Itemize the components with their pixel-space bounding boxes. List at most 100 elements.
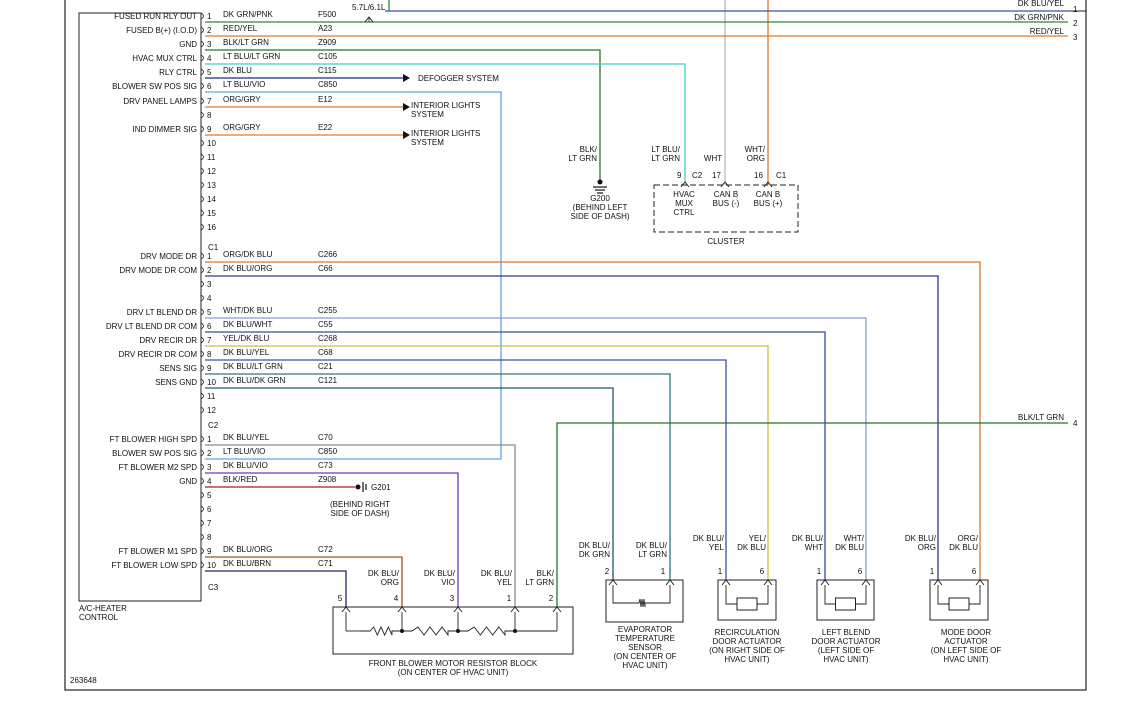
resistor-pin-number: 2 — [549, 594, 554, 603]
c2-pin-function: DRV MODE DR COM — [119, 266, 197, 275]
c2-pin-bracket — [200, 336, 204, 344]
c3-wire-color: DK BLU/YEL — [223, 433, 270, 442]
c1-pin-function: DRV PANEL LAMPS — [123, 97, 197, 106]
c2-circuit-id: C268 — [318, 334, 338, 343]
c1-circuit-id: Z909 — [318, 38, 337, 47]
c1-pin-bracket — [200, 153, 204, 161]
wire-c3-pin9 — [205, 556, 403, 607]
c1-pin-bracket — [200, 54, 204, 62]
recirc-actuator-lead — [757, 585, 769, 605]
evap-lead — [612, 585, 629, 604]
c2-pin-bracket — [200, 392, 204, 400]
cluster-func-can-minus-line-0: CAN B — [714, 190, 738, 199]
c1-circuit-id: C850 — [318, 80, 338, 89]
evap-pin-2: 2 — [605, 567, 610, 576]
right-edge-number: 3 — [1073, 33, 1078, 42]
interior-lights-arrow-1 — [403, 103, 410, 111]
c1-circuit-id: F500 — [318, 10, 337, 19]
splice-arrow — [364, 16, 374, 23]
c2-circuit-id: C68 — [318, 348, 333, 357]
connector-c2-label: C2 — [208, 421, 219, 430]
mode-actuator-name-line-3: HVAC UNIT) — [943, 655, 989, 664]
module-name-line2: CONTROL — [79, 613, 119, 622]
c2-wire-color: ORG/DK BLU — [223, 250, 273, 259]
connector-c3-label: C3 — [208, 583, 219, 592]
cluster-wire-color-3-line-1: ORG — [747, 154, 765, 163]
c1-pin-bracket — [200, 82, 204, 90]
c1-pin-bracket — [200, 181, 204, 189]
c1-circuit-id: E12 — [318, 95, 333, 104]
c2-pin-function: DRV MODE DR — [140, 252, 197, 261]
evap-pin-arrow — [665, 579, 675, 586]
c1-wire-color: BLK/LT GRN — [223, 38, 269, 47]
c1-pin-number: 7 — [207, 97, 212, 106]
c3-wire-color: BLK/RED — [223, 475, 257, 484]
resistor-pin-arrow — [397, 606, 407, 613]
c2-pin-number: 6 — [207, 322, 212, 331]
wire-c2-pin7 — [205, 345, 769, 580]
c3-pin-function: FT BLOWER LOW SPD — [111, 561, 197, 570]
right-edge-wire-color: DK BLU/YEL — [1018, 0, 1065, 8]
resistor-pin-number: 3 — [450, 594, 455, 603]
c2-pin-bracket — [200, 252, 204, 260]
c1-pin-bracket — [200, 97, 204, 105]
c1-pin-number: 15 — [207, 209, 216, 218]
motor-icon — [736, 597, 758, 611]
g200-wire-color-line-1: LT GRN — [568, 154, 597, 163]
mode-actuator-wire-color-2-line-1: DK BLU — [949, 543, 978, 552]
g201-name: G201 — [371, 483, 391, 492]
c3-pin-bracket — [200, 449, 204, 457]
cluster-func-hvac-line-1: MUX — [675, 199, 693, 208]
c1-pin-bracket — [200, 167, 204, 175]
recirc-actuator-pin-arrow — [721, 579, 731, 586]
module-name-line1: A/C-HEATER — [79, 604, 127, 613]
c1-pin-bracket — [200, 12, 204, 20]
resistor-pin-number: 4 — [394, 594, 399, 603]
recirc-actuator-pin-arrow — [763, 579, 773, 586]
wire-blk-lt-grn — [556, 422, 1068, 607]
resistor-junction-dot — [400, 629, 404, 633]
c3-pin-bracket — [200, 477, 204, 485]
c2-pin-bracket — [200, 364, 204, 372]
evap-wire-color-2-line-0: DK BLU/ — [636, 541, 668, 550]
c3-pin-bracket — [200, 533, 204, 541]
evap-sensor-box — [605, 579, 684, 623]
wires-layer — [205, 0, 1068, 607]
c1-wire-color: LT BLU/VIO — [223, 80, 265, 89]
right-edge-number: 4 — [1073, 419, 1078, 428]
c2-pin-number: 2 — [207, 266, 212, 275]
mode-actuator-wire-color-1-line-1: ORG — [918, 543, 936, 552]
c1-wire-color: ORG/GRY — [223, 123, 261, 132]
c3-pin-number: 8 — [207, 533, 212, 542]
evap-sensor-name-line-3: (ON CENTER OF — [613, 652, 676, 661]
g200-note-line-0: (BEHIND LEFT — [573, 203, 628, 212]
g200-name: G200 — [590, 194, 610, 203]
mode-actuator-name-line-2: (ON LEFT SIDE OF — [931, 646, 1002, 655]
c3-circuit-id: C73 — [318, 461, 333, 470]
c1-pin-number: 16 — [207, 223, 216, 232]
evap-sensor-name-line-0: EVAPORATOR — [618, 625, 672, 634]
c1-pin-number: 4 — [207, 54, 212, 63]
g201-note-line-0: (BEHIND RIGHT — [330, 500, 390, 509]
c2-pin-number: 11 — [207, 392, 216, 401]
c3-pin-bracket — [200, 463, 204, 471]
wire-c3-pin3 — [205, 472, 459, 607]
c3-wire-color: LT BLU/VIO — [223, 447, 265, 456]
c1-pin-function: BLOWER SW POS SIG — [112, 82, 197, 91]
c3-pin-number: 2 — [207, 449, 212, 458]
c1-pin-number: 9 — [207, 125, 212, 134]
cluster-conn-c2: C2 — [692, 171, 703, 180]
cluster-pin-16: 16 — [754, 171, 763, 180]
c3-pin-bracket — [200, 505, 204, 513]
recirc-actuator-wire-color-1-line-1: YEL — [709, 543, 725, 552]
c1-pin-function: IND DIMMER SIG — [133, 125, 197, 134]
cluster-pin-arrow-3 — [763, 181, 773, 188]
resistor-wire-color-3-line-1: YEL — [497, 578, 513, 587]
motor-icon — [948, 597, 970, 611]
c1-pin-number: 3 — [207, 40, 212, 49]
c1-pin-bracket — [200, 125, 204, 133]
c3-pin-number: 5 — [207, 491, 212, 500]
c2-pin-function: DRV LT BLEND DR COM — [106, 322, 197, 331]
